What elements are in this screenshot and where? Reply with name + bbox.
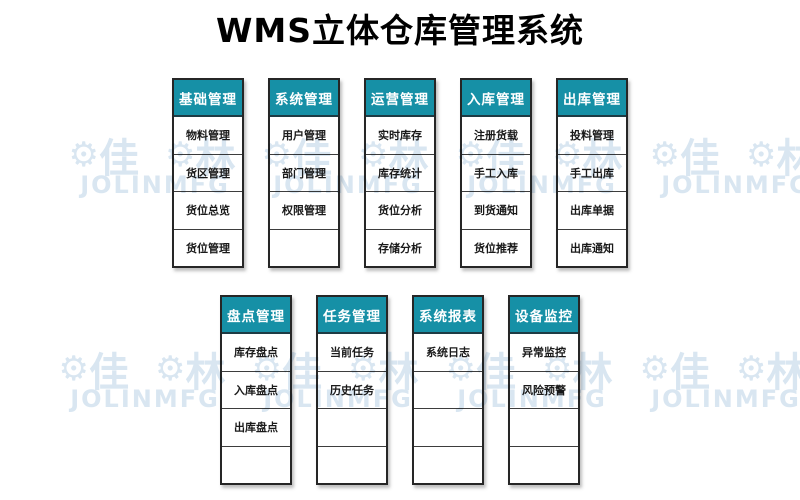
column-header: 入库管理 — [462, 80, 530, 117]
module-cell: 投料管理 — [570, 129, 614, 143]
module-column-1-1: 基础管理物料管理货区管理货位总览货位管理 — [172, 78, 244, 268]
module-cell: 系统日志 — [426, 346, 470, 360]
module-column-2-4: 设备监控异常监控风险预警 — [508, 295, 580, 485]
module-cell: 出库盘点 — [222, 408, 290, 446]
column-header: 盘点管理 — [222, 297, 290, 334]
module-cell: 货区管理 — [174, 153, 242, 192]
module-column-2-1: 盘点管理库存盘点入库盘点出库盘点 — [220, 295, 292, 485]
module-column-1-5: 出库管理投料管理手工出库出库单据出库通知 — [556, 78, 628, 268]
module-cell-empty — [414, 445, 482, 484]
module-cell: 权限管理 — [270, 191, 338, 229]
column-header: 运营管理 — [366, 80, 434, 117]
module-cell: 当前任务 — [330, 346, 374, 360]
module-cell: 出库通知 — [558, 228, 626, 267]
module-cell: 货位推荐 — [462, 228, 530, 267]
module-cell-empty — [414, 370, 482, 409]
module-cell: 库存统计 — [366, 153, 434, 192]
module-cell-empty — [510, 445, 578, 484]
module-cell: 手工出库 — [558, 153, 626, 192]
module-cell-empty — [318, 445, 386, 484]
module-cell-empty — [222, 445, 290, 484]
column-header: 任务管理 — [318, 297, 386, 334]
module-cell: 注册货载 — [474, 129, 518, 143]
module-column-2-2: 任务管理当前任务历史任务 — [316, 295, 388, 485]
module-cell: 存储分析 — [366, 228, 434, 267]
module-column-1-3: 运营管理实时库存库存统计货位分析存储分析 — [364, 78, 436, 268]
module-cell: 出库单据 — [558, 191, 626, 229]
module-cell: 风险预警 — [510, 370, 578, 409]
module-cell-empty — [510, 408, 578, 446]
column-header: 设备监控 — [510, 297, 578, 334]
module-cell: 货位总览 — [174, 191, 242, 229]
column-header: 系统管理 — [270, 80, 338, 117]
module-cell: 货位管理 — [174, 228, 242, 267]
module-row-1: 基础管理物料管理货区管理货位总览货位管理系统管理用户管理部门管理权限管理运营管理… — [0, 78, 800, 268]
module-cell: 实时库存 — [378, 129, 422, 143]
module-cell-empty — [414, 408, 482, 446]
module-cell: 用户管理 — [282, 129, 326, 143]
module-cell: 手工入库 — [462, 153, 530, 192]
column-header: 基础管理 — [174, 80, 242, 117]
module-column-1-4: 入库管理注册货载手工入库到货通知货位推荐 — [460, 78, 532, 268]
module-cell: 库存盘点 — [234, 346, 278, 360]
module-cell: 到货通知 — [462, 191, 530, 229]
column-header: 系统报表 — [414, 297, 482, 334]
module-cell: 货位分析 — [366, 191, 434, 229]
page-title: WMS立体仓库管理系统 — [215, 11, 584, 50]
module-cell: 入库盘点 — [222, 370, 290, 409]
module-cell: 异常监控 — [522, 346, 566, 360]
module-cell: 物料管理 — [186, 129, 230, 143]
column-header: 出库管理 — [558, 80, 626, 117]
module-cell-empty — [318, 408, 386, 446]
module-row-2: 盘点管理库存盘点入库盘点出库盘点任务管理当前任务历史任务系统报表系统日志设备监控… — [0, 295, 800, 485]
module-cell: 历史任务 — [318, 370, 386, 409]
module-cell: 部门管理 — [270, 153, 338, 192]
module-cell-empty — [270, 228, 338, 267]
module-column-1-2: 系统管理用户管理部门管理权限管理 — [268, 78, 340, 268]
module-column-2-3: 系统报表系统日志 — [412, 295, 484, 485]
